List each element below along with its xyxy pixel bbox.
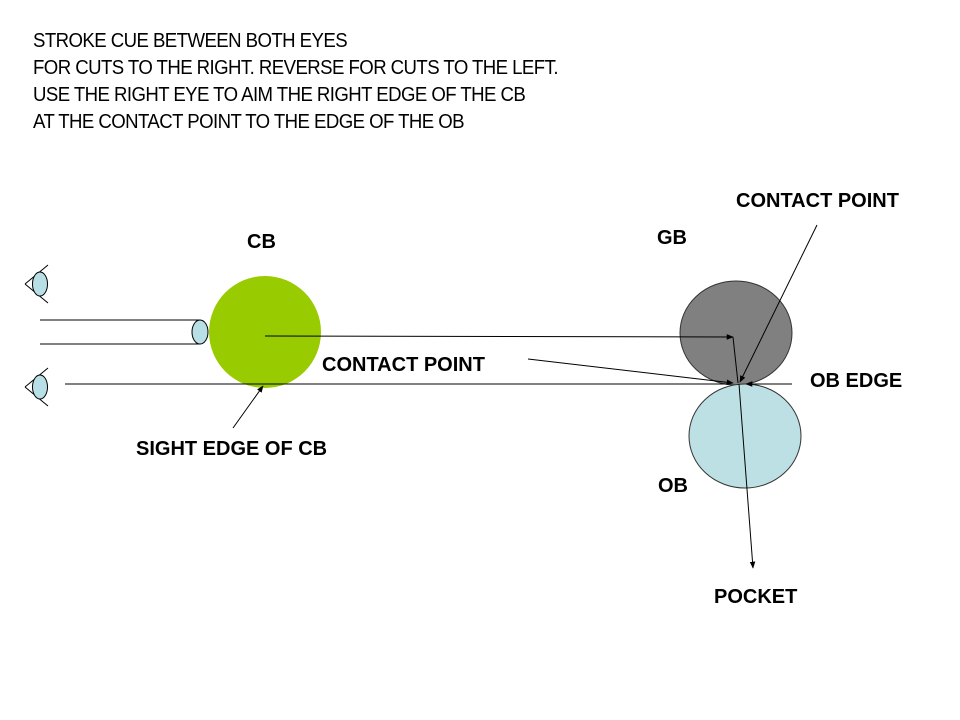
sight-edge-label: SIGHT EDGE OF CB bbox=[136, 438, 327, 460]
cue-tip-icon bbox=[191, 319, 209, 345]
instruction-line-1: STROKE CUE BETWEEN BOTH EYES bbox=[33, 30, 348, 52]
sight-edge-arrow bbox=[232, 385, 264, 429]
contact-point-mid-label: CONTACT POINT bbox=[322, 354, 485, 376]
right-eye-icon bbox=[24, 367, 49, 407]
instructions: STROKE CUE BETWEEN BOTH EYES FOR CUTS TO… bbox=[33, 28, 597, 136]
gb-label: GB bbox=[657, 227, 687, 249]
ob-edge-label: OB EDGE bbox=[810, 370, 902, 392]
contact-point-mid-arrow bbox=[527, 358, 734, 386]
left-eye-icon bbox=[24, 264, 49, 304]
gb-center-line bbox=[732, 336, 739, 384]
contact-point-top-label: CONTACT POINT bbox=[736, 190, 899, 212]
ghost-ball bbox=[679, 280, 793, 386]
instruction-line-4: AT THE CONTACT POINT TO THE EDGE OF THE … bbox=[33, 111, 465, 133]
cue-ball bbox=[209, 276, 321, 388]
object-ball bbox=[688, 383, 802, 489]
instruction-line-3: USE THE RIGHT EYE TO AIM THE RIGHT EDGE … bbox=[33, 84, 526, 106]
pocket-arrow bbox=[738, 383, 756, 569]
instruction-line-2: FOR CUTS TO THE RIGHT. REVERSE FOR CUTS … bbox=[33, 57, 558, 79]
contact-point-top-arrow bbox=[739, 224, 818, 383]
ob-label: OB bbox=[658, 475, 688, 497]
cb-label: CB bbox=[247, 231, 276, 253]
cue-stick bbox=[40, 319, 209, 345]
pocket-label: POCKET bbox=[714, 586, 797, 608]
cb-center-to-gb-line bbox=[264, 334, 734, 340]
